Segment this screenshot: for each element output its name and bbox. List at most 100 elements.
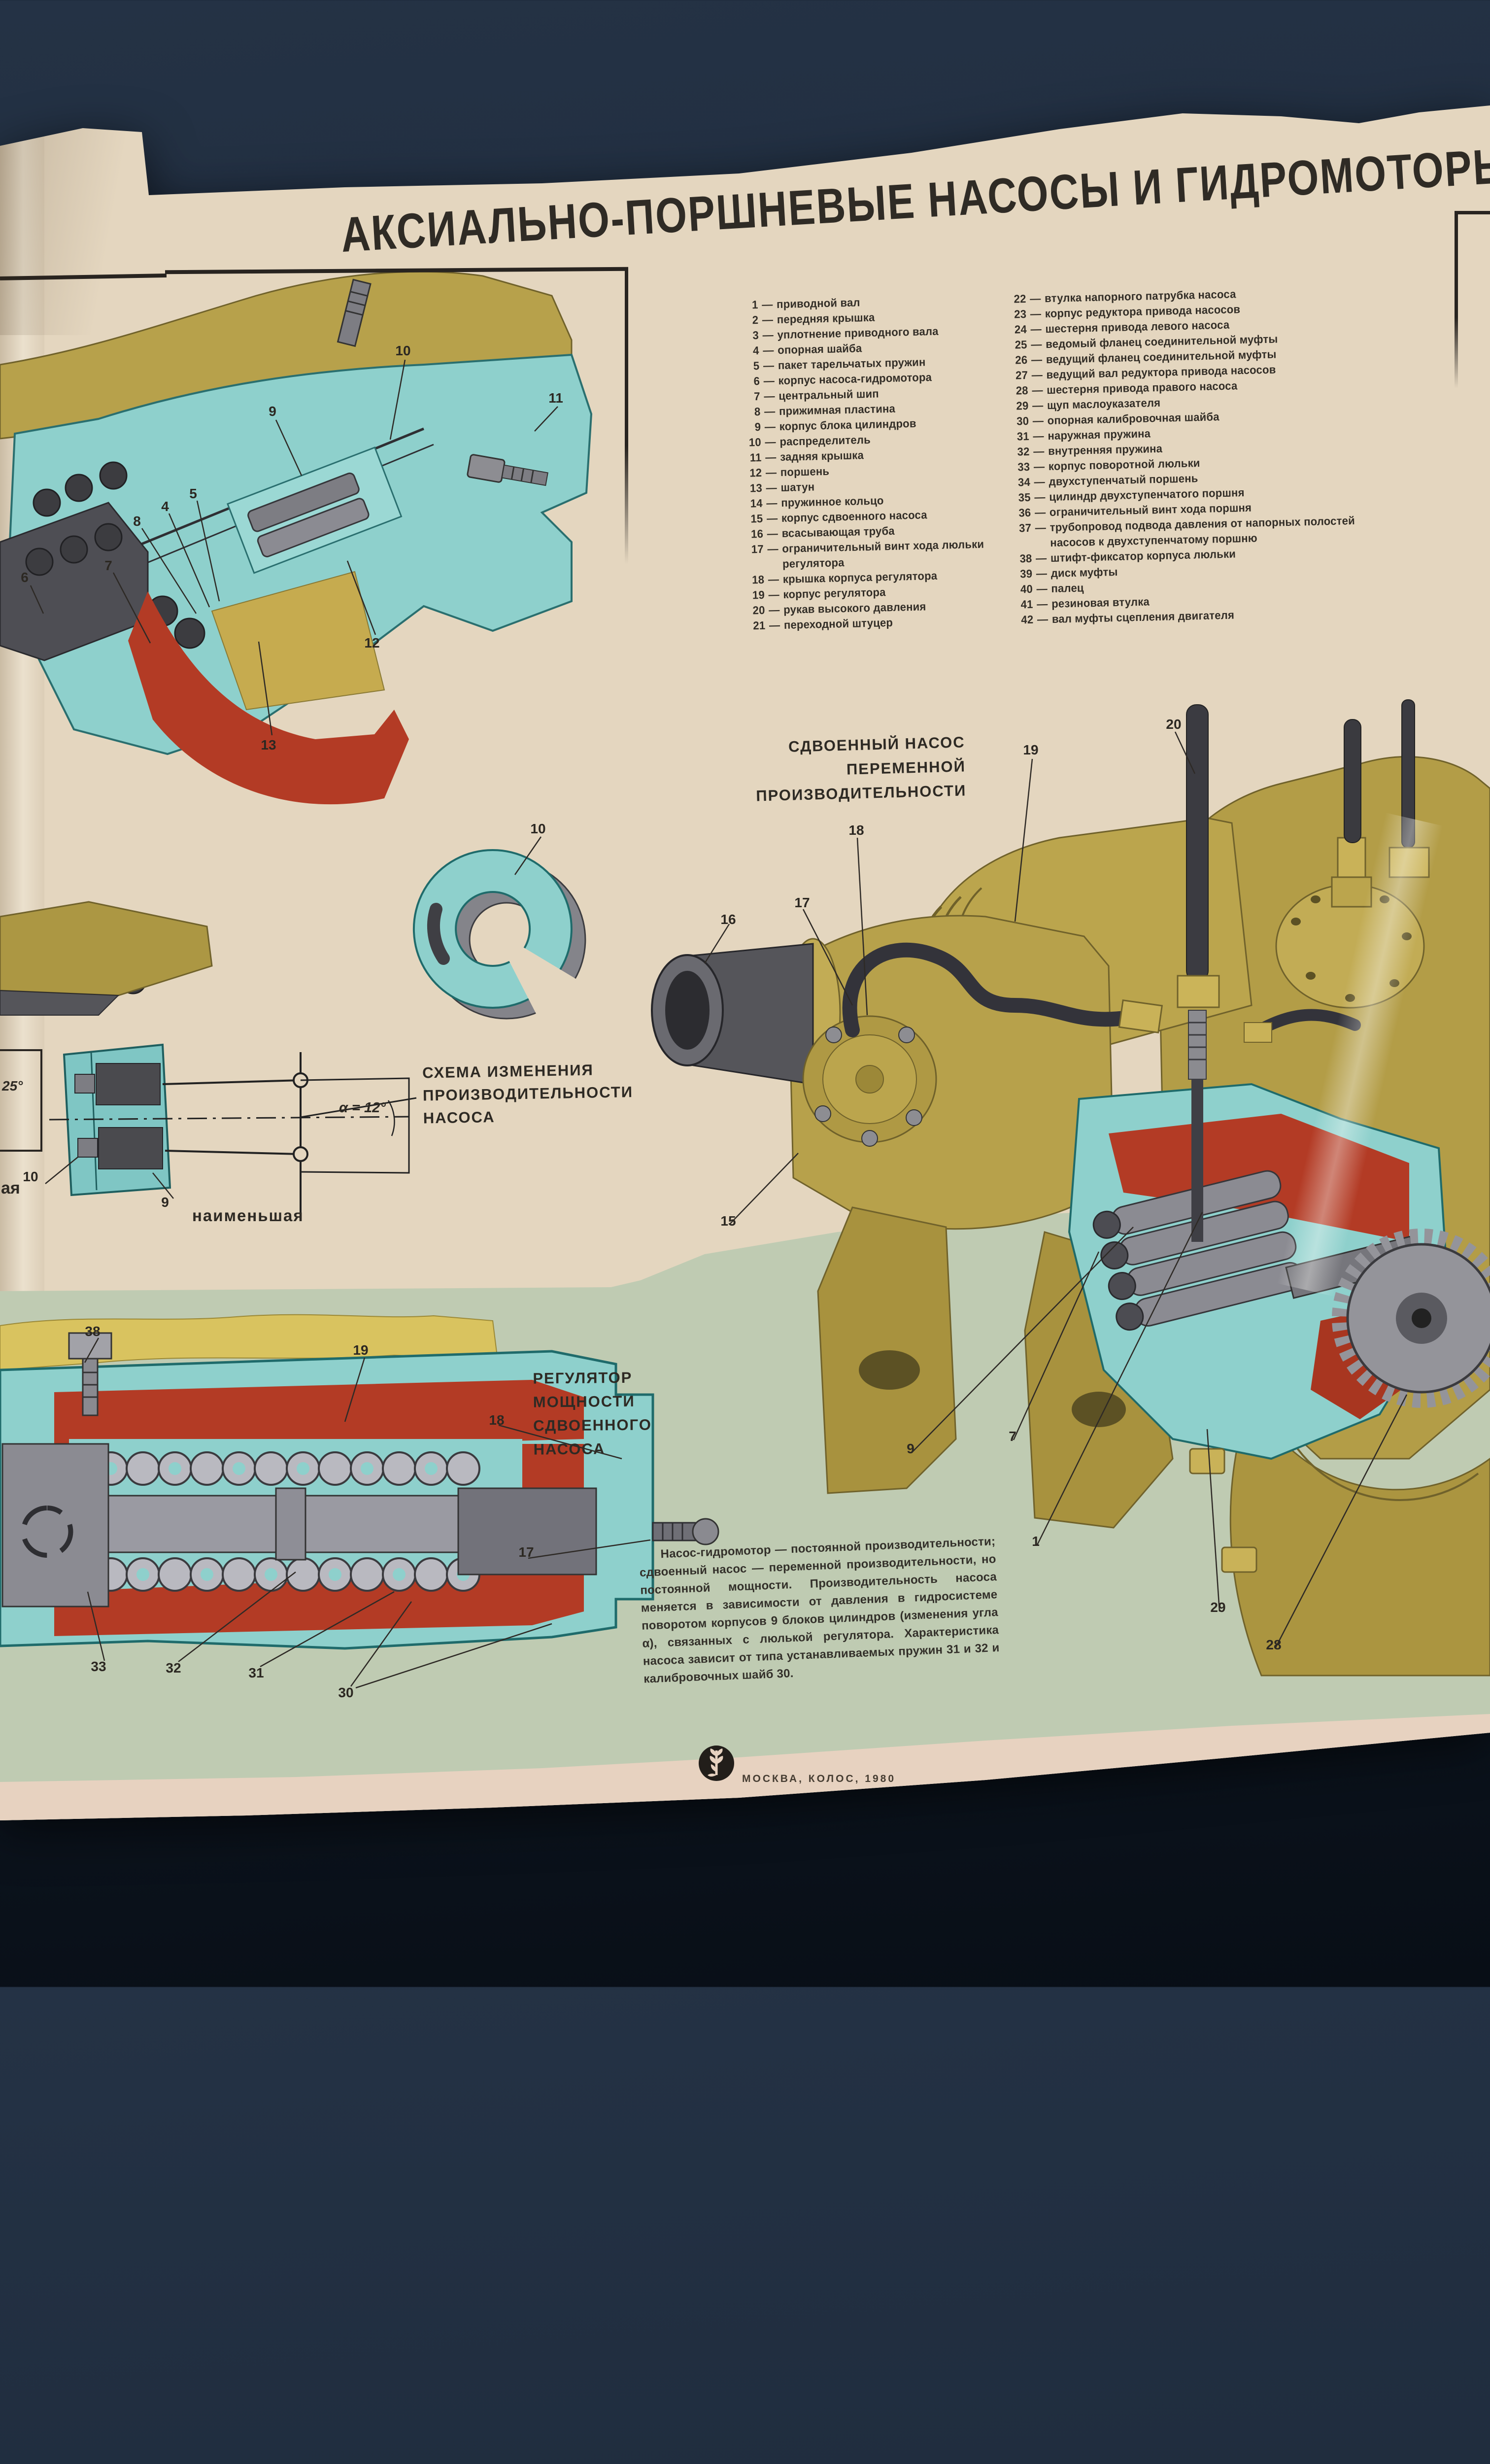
callout-number: 4	[161, 499, 169, 514]
part-separator: —	[1035, 551, 1047, 565]
part-name: ограничительный винт хода люльки регулят…	[782, 537, 984, 571]
part-separator: —	[1034, 490, 1046, 504]
part-number: 7	[753, 389, 761, 403]
part-number: 18	[751, 573, 765, 586]
schema-angle-12-label: α = 12°	[339, 1100, 386, 1116]
part-number: 36	[1018, 506, 1031, 519]
callout-number: 5	[189, 486, 197, 501]
power-regulator-diagram	[0, 1314, 719, 1689]
part-number: 6	[753, 374, 760, 388]
callout-number: 18	[848, 822, 864, 838]
part-separator: —	[765, 466, 777, 479]
callout-number: 30	[338, 1685, 354, 1700]
twin-pump-cutaway-diagram	[651, 699, 1490, 1677]
part-number: 1	[751, 298, 758, 311]
part-separator: —	[1030, 338, 1042, 351]
part-separator: —	[1031, 368, 1043, 381]
part-separator: —	[766, 481, 778, 494]
part-number: 28	[1016, 383, 1029, 397]
parts-list-column-2: 22 — втулка напорного патрубка насоса 23…	[1004, 283, 1386, 628]
part-separator: —	[1035, 521, 1047, 534]
part-separator: —	[1033, 445, 1045, 458]
callout-number: 29	[1210, 1600, 1226, 1615]
schema-partial-word: ая	[1, 1179, 20, 1198]
callout-number: 17	[794, 895, 810, 910]
poster-sheet: АКСИАЛЬНО-ПОРШНЕВЫЕ НАСОСЫ И ГИДРОМОТОРЫ…	[0, 105, 1490, 1820]
part-number: 40	[1020, 582, 1033, 596]
part-number: 9	[754, 420, 761, 434]
part-number: 4	[752, 343, 759, 357]
part-number: 37	[1018, 521, 1032, 535]
part-separator: —	[1029, 292, 1041, 305]
part-number: 41	[1020, 597, 1033, 611]
callout-number: 15	[720, 1213, 736, 1229]
right-section-frame-left	[1455, 211, 1458, 388]
callout-number: 20	[1166, 717, 1182, 732]
part-separator: —	[762, 313, 774, 326]
part-number: 8	[754, 405, 761, 418]
callout-number: 1	[1032, 1534, 1040, 1549]
part-separator: —	[1033, 460, 1045, 473]
part-separator: —	[1034, 475, 1046, 488]
part-separator: —	[1032, 383, 1043, 397]
callout-number: 17	[518, 1544, 534, 1560]
imprint-text: МОСКВА, КОЛОС, 1980	[742, 1773, 896, 1784]
callout-number: 9	[907, 1441, 914, 1456]
pump-hydromotor-cutaway-diagram	[0, 271, 593, 1035]
part-separator: —	[762, 343, 774, 357]
part-number: 5	[753, 359, 760, 373]
part-separator: —	[1033, 429, 1045, 443]
callout-number: 11	[548, 390, 563, 406]
part-number: 16	[750, 527, 764, 541]
part-separator: —	[764, 405, 776, 418]
part-separator: —	[766, 512, 778, 525]
part-separator: —	[1034, 506, 1046, 519]
part-separator: —	[768, 603, 780, 616]
callout-number: 10	[395, 343, 411, 358]
fold-crease	[0, 1735, 44, 1820]
part-number: 30	[1016, 414, 1029, 428]
part-number: 23	[1014, 307, 1027, 321]
callout-number: 9	[161, 1195, 169, 1210]
part-number: 2	[752, 313, 759, 327]
part-separator: —	[767, 542, 779, 555]
poster-photo: АКСИАЛЬНО-ПОРШНЕВЫЕ НАСОСЫ И ГИДРОМОТОРЫ…	[0, 105, 1490, 1820]
part-separator: —	[764, 389, 775, 403]
part-separator: —	[763, 359, 775, 372]
part-separator: —	[767, 527, 779, 540]
poster-title: АКСИАЛЬНО-ПОРШНЕВЫЕ НАСОСЫ И ГИДРОМОТОРЫ	[339, 137, 1490, 263]
part-number: 10	[748, 435, 762, 449]
part-separator: —	[762, 328, 774, 342]
callout-number: 16	[720, 912, 736, 927]
part-number: 38	[1019, 551, 1032, 565]
callout-number: 18	[489, 1412, 505, 1428]
part-separator: —	[1032, 414, 1044, 427]
part-separator: —	[1032, 399, 1044, 412]
part-separator: —	[1036, 567, 1048, 580]
part-separator: —	[1036, 582, 1048, 595]
callout-number: 7	[1009, 1429, 1016, 1444]
schema-min-label: наименьшая	[192, 1206, 304, 1225]
label-line: МОЩНОСТИ	[533, 1392, 635, 1411]
label-line: НАСОСА	[423, 1108, 495, 1127]
part-separator: —	[1030, 307, 1042, 320]
callout-number: 6	[21, 570, 29, 585]
callout-number: 13	[261, 737, 276, 753]
callout-number: 28	[1266, 1637, 1282, 1652]
part-number: 42	[1021, 613, 1034, 626]
part-separator: —	[1031, 353, 1043, 366]
label-line: СДВОЕННОГО	[533, 1416, 652, 1435]
part-number: 11	[749, 450, 762, 464]
part-number: 35	[1018, 490, 1031, 504]
parts-list-column-1: 1 — приводной вал 2 — передняя крышка 3 …	[736, 292, 1011, 634]
diagram-frame-right-border	[625, 269, 628, 564]
part-number: 25	[1015, 338, 1027, 351]
right-section-frame-top	[1455, 211, 1490, 214]
part-number: 34	[1017, 475, 1031, 489]
part-number: 27	[1015, 368, 1028, 382]
callout-number: 8	[133, 513, 141, 529]
label-line: РЕГУЛЯТОР	[533, 1369, 633, 1387]
part-separator: —	[763, 374, 775, 387]
